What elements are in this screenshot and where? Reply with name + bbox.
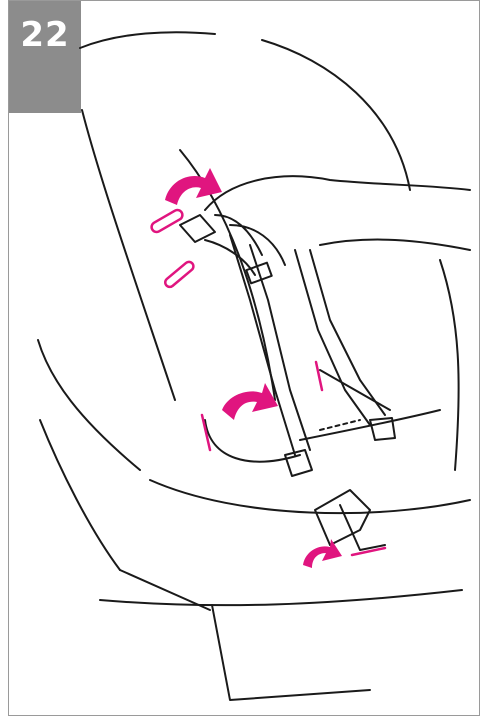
curved-arrow-icon	[222, 383, 278, 420]
hand-outline	[205, 176, 470, 210]
seat-back-outline	[80, 32, 215, 48]
seat-base	[212, 605, 370, 700]
adjuster-plate	[180, 215, 215, 242]
seat-front-edge	[100, 590, 462, 605]
slot-mark-icon	[316, 362, 322, 390]
curved-arrow-icon	[303, 539, 342, 568]
center-buckle	[315, 490, 370, 545]
seat-side-right	[440, 260, 459, 470]
left-shoulder-strap	[230, 235, 295, 455]
right-shoulder-strap-edge	[295, 250, 370, 425]
buckle-tongue-left	[285, 450, 312, 476]
slot-mark-icon	[163, 260, 195, 289]
seat-cushion	[150, 480, 470, 513]
hand-fingers	[205, 215, 285, 275]
seat-shell-right	[262, 40, 410, 190]
hand-wrist	[320, 240, 470, 250]
slot-mark-icon	[150, 208, 184, 234]
left-shoulder-strap-edge	[250, 245, 310, 450]
seat-headrest-left	[82, 110, 175, 400]
